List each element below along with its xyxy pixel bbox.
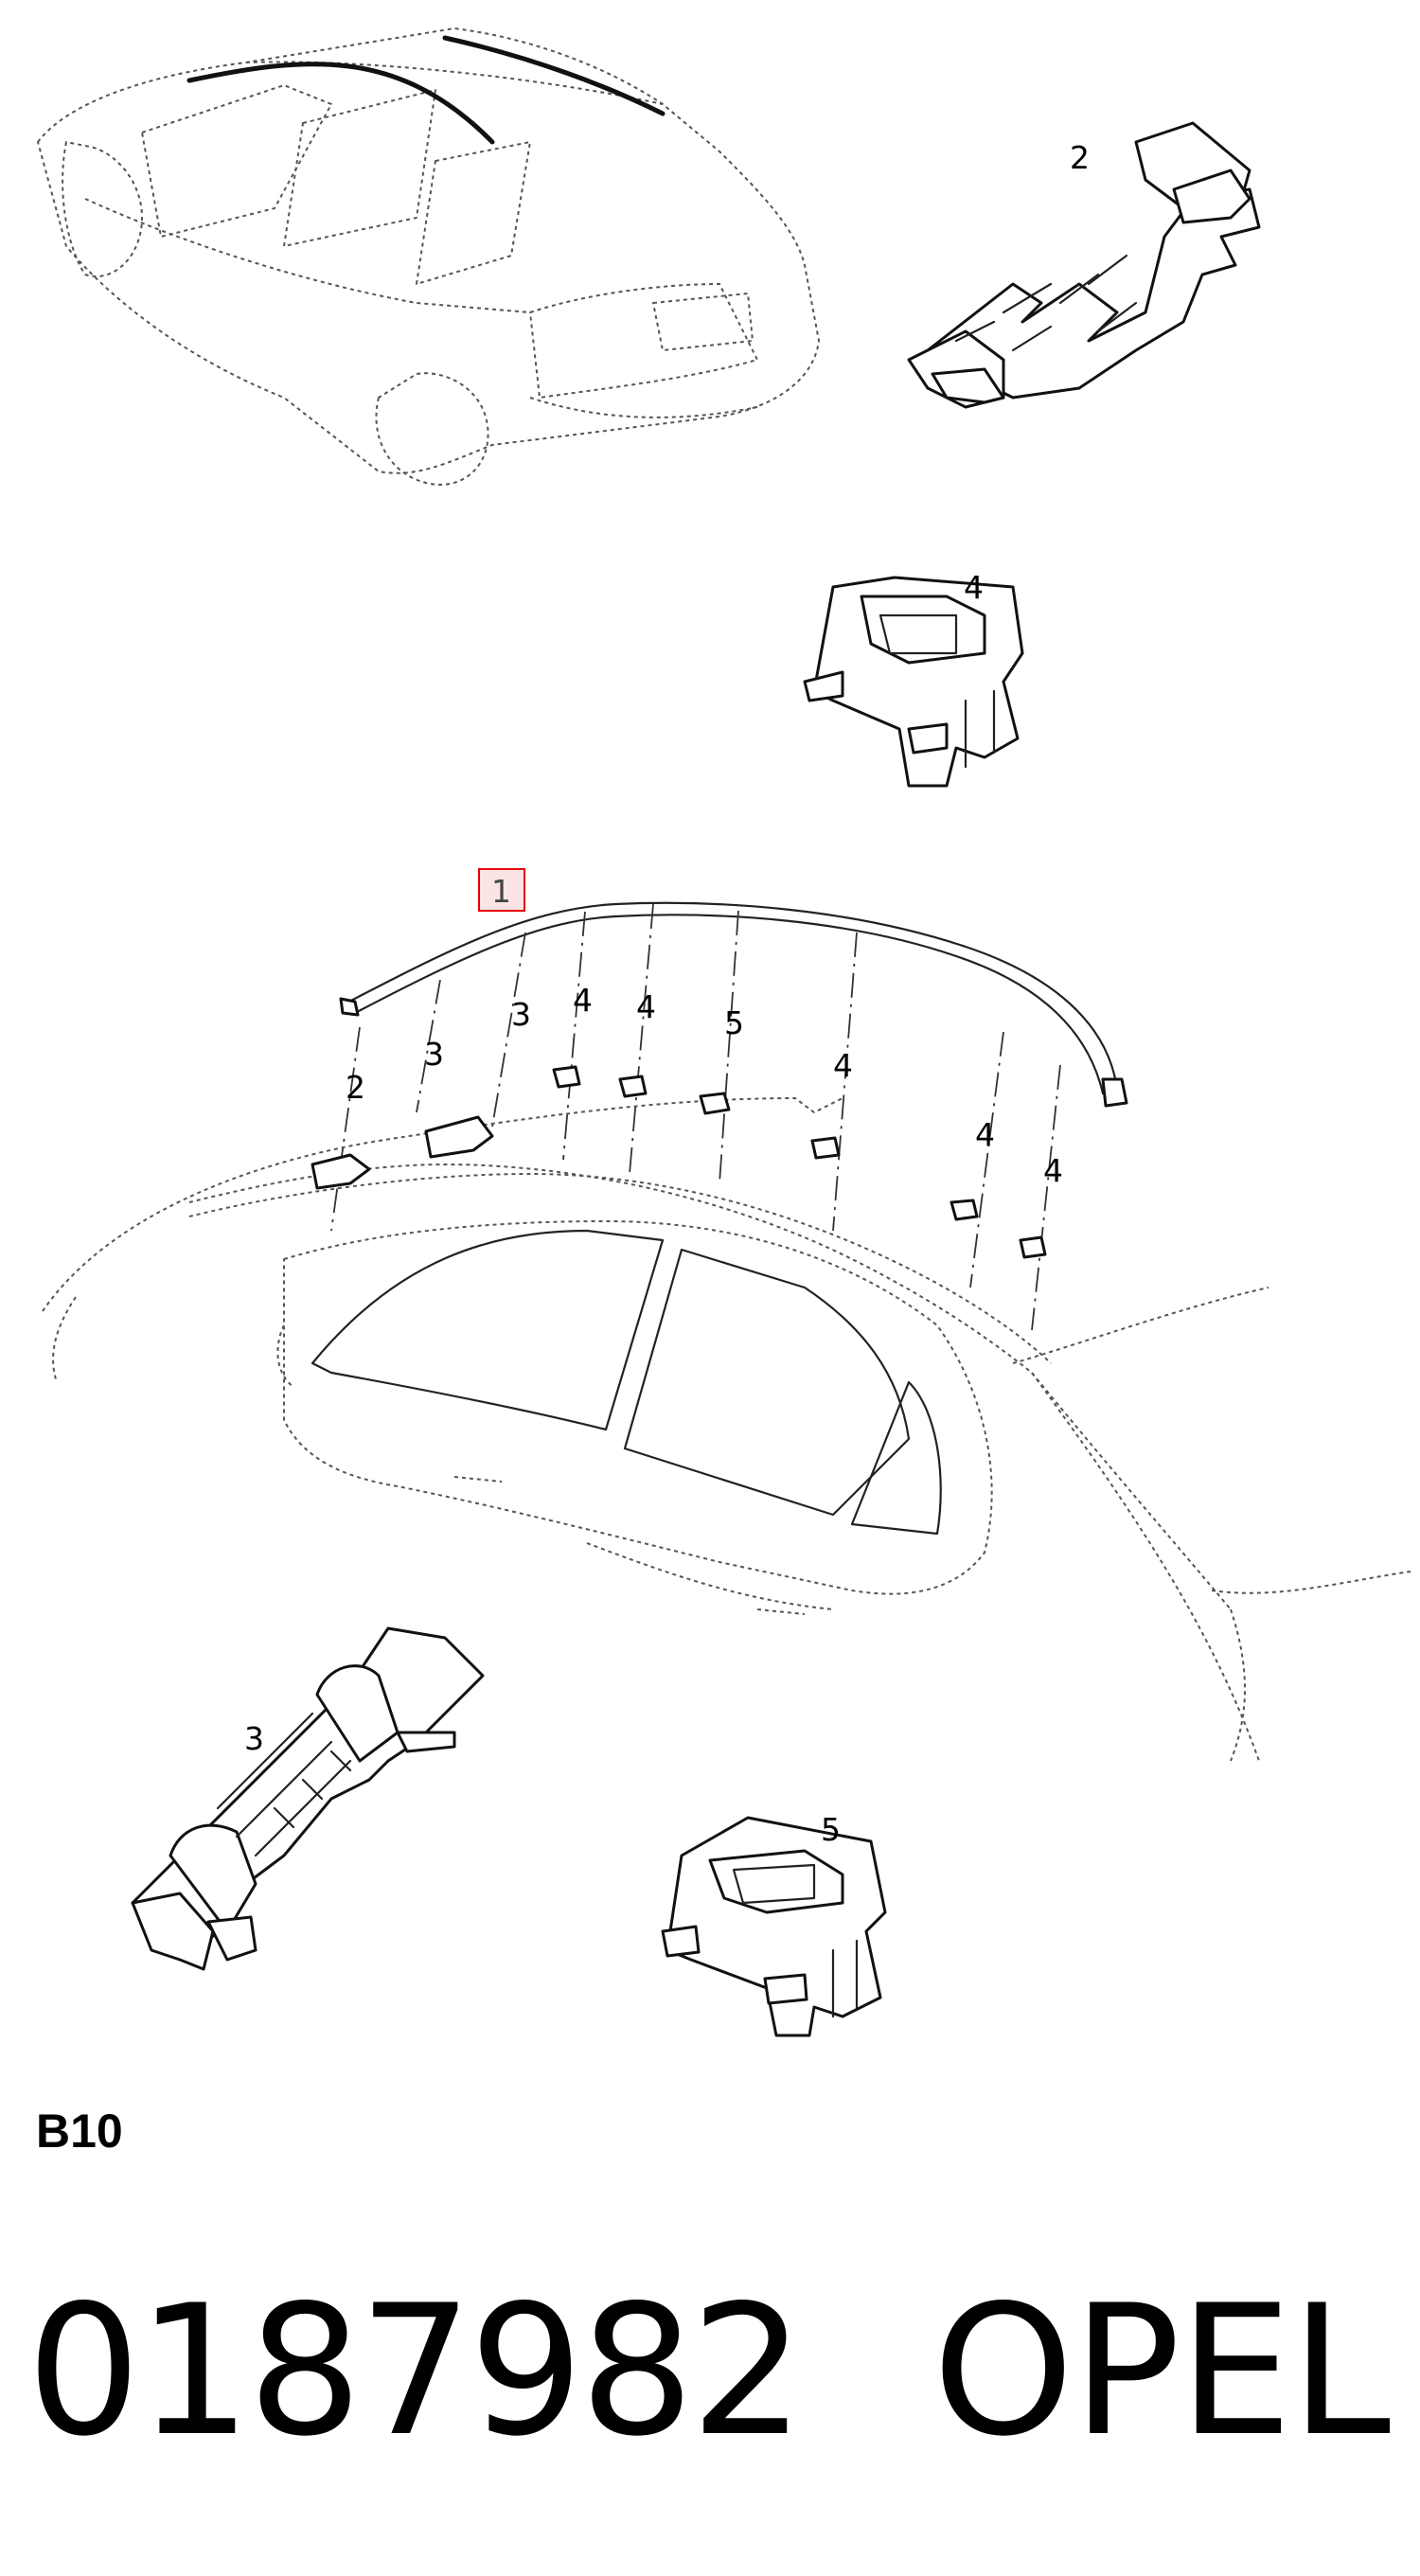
callout-1: 1 bbox=[491, 873, 511, 910]
callout-1-box bbox=[478, 868, 525, 912]
callout-4-car-4: 4 bbox=[975, 1116, 995, 1153]
callout-2-top: 2 bbox=[1070, 139, 1090, 176]
clip-part-2-detail: 2 bbox=[907, 121, 1261, 409]
callout-5-detail: 5 bbox=[821, 1811, 841, 1848]
retainer-part-4-detail: 4 bbox=[803, 569, 1024, 788]
callout-5-car: 5 bbox=[724, 1004, 744, 1041]
callout-4-car-3: 4 bbox=[833, 1047, 853, 1084]
callout-3-detail: 3 bbox=[244, 1720, 264, 1757]
callout-4-car-1: 4 bbox=[573, 982, 593, 1019]
callout-2-car: 2 bbox=[346, 1069, 365, 1106]
hatchback-car-illustration bbox=[37, 27, 820, 486]
retainer-part-5-detail: 5 bbox=[661, 1811, 887, 2037]
leader-lines bbox=[330, 903, 1061, 1331]
callout-4-top: 4 bbox=[964, 569, 984, 606]
diagram-code: B10 bbox=[36, 2105, 123, 2158]
brand-name: OPEL bbox=[932, 2266, 1391, 2476]
roof-moulding bbox=[339, 901, 1128, 1108]
callout-1-highlight: 1 bbox=[478, 868, 525, 912]
callout-4-car-5: 4 bbox=[1043, 1152, 1063, 1189]
sedan-car-illustration bbox=[42, 1097, 1411, 1762]
roof-clips bbox=[311, 1065, 1047, 1259]
sedan-callouts: 2 3 3 4 4 5 4 4 4 bbox=[346, 982, 1063, 1189]
clip-part-3-detail: 3 bbox=[131, 1626, 485, 1971]
callout-3-car-b: 3 bbox=[511, 996, 531, 1033]
part-number: 0187982 bbox=[27, 2266, 805, 2476]
callout-4-car-2: 4 bbox=[636, 988, 656, 1025]
callout-3-car-a: 3 bbox=[424, 1036, 444, 1073]
